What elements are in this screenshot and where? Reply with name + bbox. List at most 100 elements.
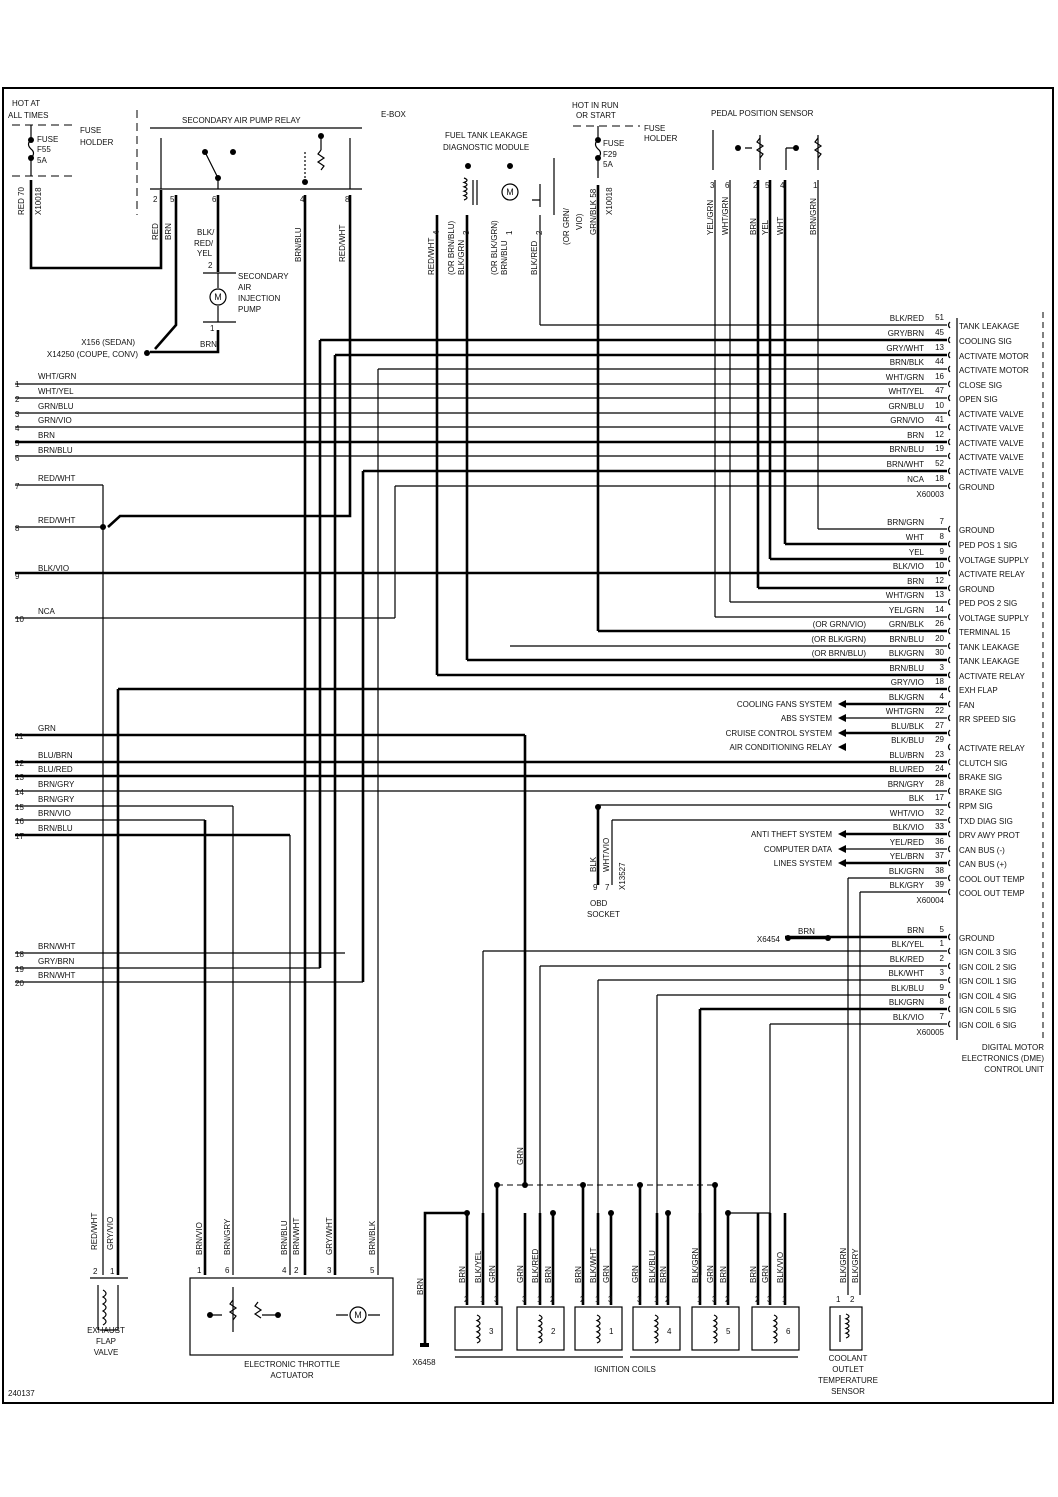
sensor-title: PEDAL POSITION SENSOR xyxy=(711,109,814,118)
connector-label: X10018 xyxy=(605,187,614,215)
power-source-label: OR START xyxy=(576,111,616,120)
splice-dot xyxy=(207,1312,213,1318)
dme-pin-number: 45 xyxy=(935,328,944,337)
arrow-icon xyxy=(838,714,846,722)
connector-terminal-icon xyxy=(947,452,951,460)
wire xyxy=(150,195,220,354)
coil-winding-icon xyxy=(844,1313,850,1339)
connector-terminal-icon xyxy=(947,656,951,664)
dme-pin-function: RPM SIG xyxy=(959,802,993,811)
splice-dot xyxy=(465,163,471,169)
e-box-label: E-BOX xyxy=(381,110,407,119)
wire-label: BLK/RED xyxy=(531,1249,540,1283)
pin-number: 6 xyxy=(725,181,730,190)
wire-label: RED/WHT xyxy=(338,225,347,262)
pin-number: 3 xyxy=(462,230,471,235)
dme-wire-color: WHT/VIO xyxy=(890,809,924,818)
wire-alt-label: VIO) xyxy=(575,213,584,230)
connector-terminal-icon xyxy=(947,714,951,722)
harness-pin-number: 13 xyxy=(15,773,24,782)
wire-label: WHT/VIO xyxy=(602,838,611,872)
pin-number: 4 xyxy=(432,230,441,235)
dme-pin-number: 24 xyxy=(935,764,944,773)
ignition-coil-box xyxy=(751,1306,800,1351)
dme-pin-number: 17 xyxy=(935,793,944,802)
arrow-icon xyxy=(838,700,846,708)
component-name: EXHAUST xyxy=(87,1326,125,1335)
pin-number: 4 xyxy=(780,181,785,190)
component-name: FLAP xyxy=(96,1337,116,1346)
connector-terminal-icon xyxy=(947,467,951,475)
pump-name: PUMP xyxy=(238,305,261,314)
pin-number: 1 xyxy=(210,324,215,333)
wire-label: BLK/BLU xyxy=(648,1250,657,1283)
connector-terminal-icon xyxy=(947,991,951,999)
dme-pin-function: COOLING SIG xyxy=(959,337,1012,346)
component-name: TEMPERATURE xyxy=(818,1376,878,1385)
dme-pin-number: 36 xyxy=(935,837,944,846)
connector-terminal-icon xyxy=(947,351,951,359)
connector-terminal-icon xyxy=(947,1005,951,1013)
harness-pin-number: 15 xyxy=(15,803,24,812)
wire-label: GRN xyxy=(516,1147,525,1165)
dme-wire-color: WHT/GRN xyxy=(886,591,924,600)
wire-label: YEL xyxy=(761,219,770,235)
dme-pin-function: CLUTCH SIG xyxy=(959,759,1007,768)
component-name: COOLANT xyxy=(829,1354,868,1363)
splice-dot xyxy=(550,1210,556,1216)
pin-number: 2 xyxy=(850,1295,855,1304)
dme-pin-function: CLOSE SIG xyxy=(959,381,1002,390)
wire-label: BRN xyxy=(164,223,173,240)
wire-label: BLK/VIO xyxy=(776,1252,785,1283)
wire-label: YEL xyxy=(197,249,213,258)
splice-dot xyxy=(665,1210,671,1216)
splice-dot xyxy=(215,175,221,181)
splice-dot xyxy=(595,137,601,143)
wire-label: GRN xyxy=(516,1265,525,1283)
harness-pin-number: 18 xyxy=(15,950,24,959)
dme-wire-color: BLK/RED xyxy=(890,955,924,964)
dme-pin-function: ACTIVATE VALVE xyxy=(959,453,1024,462)
coil-winding-icon xyxy=(462,177,468,201)
pin-number: 1 xyxy=(697,1295,702,1304)
harness-pin-number: 9 xyxy=(15,572,20,581)
connector-terminal-icon xyxy=(947,409,951,417)
pin-number: 3 xyxy=(710,181,715,190)
connector-terminal-icon xyxy=(947,569,951,577)
potentiometer-icon xyxy=(755,137,823,159)
dme-pin-function: IGN COIL 3 SIG xyxy=(959,948,1017,957)
ground-label: X14250 (COUPE, CONV) xyxy=(47,350,138,359)
dme-pin-number: 3 xyxy=(940,663,945,672)
dme-pin-function: GROUND xyxy=(959,483,995,492)
dme-wire-color: BRN/BLK xyxy=(890,358,925,367)
dme-pin-number: 10 xyxy=(935,561,944,570)
wire-label: BRN xyxy=(574,1266,583,1283)
connector-terminal-icon xyxy=(947,627,951,635)
harness-wire-color: WHT/GRN xyxy=(38,372,76,381)
pin-number: 9 xyxy=(593,883,598,892)
wire-label: GRN xyxy=(488,1265,497,1283)
connector-label: X10018 xyxy=(34,187,43,215)
pin-number: 3 xyxy=(608,1295,613,1304)
dme-pin-number: 8 xyxy=(940,532,945,541)
wire-label: BRN xyxy=(749,1266,758,1283)
fuse-label: F29 xyxy=(603,150,617,159)
connector-terminal-icon xyxy=(947,933,951,941)
pin-number: 3 xyxy=(637,1295,642,1304)
wire-label: GRY/WHT xyxy=(325,1217,334,1255)
motor-symbol: M xyxy=(214,292,222,302)
pin-number: 1 xyxy=(836,1295,841,1304)
wire-label: RED/ xyxy=(194,239,214,248)
harness-wire-color: BRN/BLU xyxy=(38,824,73,833)
dme-wire-color: BRN xyxy=(907,577,924,586)
dme-pin-number: 5 xyxy=(940,925,945,934)
harness-pin-number: 8 xyxy=(15,524,20,533)
relay-pin-number: 4 xyxy=(300,195,305,204)
connector-terminal-icon xyxy=(947,540,951,548)
connector-terminal-icon xyxy=(947,772,951,780)
connector-terminal-icon xyxy=(947,976,951,984)
harness-wire-color: GRN xyxy=(38,724,56,733)
dme-pin-number: 18 xyxy=(935,474,944,483)
dme-wire-color: YEL/RED xyxy=(890,838,924,847)
dme-pin-function: ACTIVATE RELAY xyxy=(959,744,1025,753)
